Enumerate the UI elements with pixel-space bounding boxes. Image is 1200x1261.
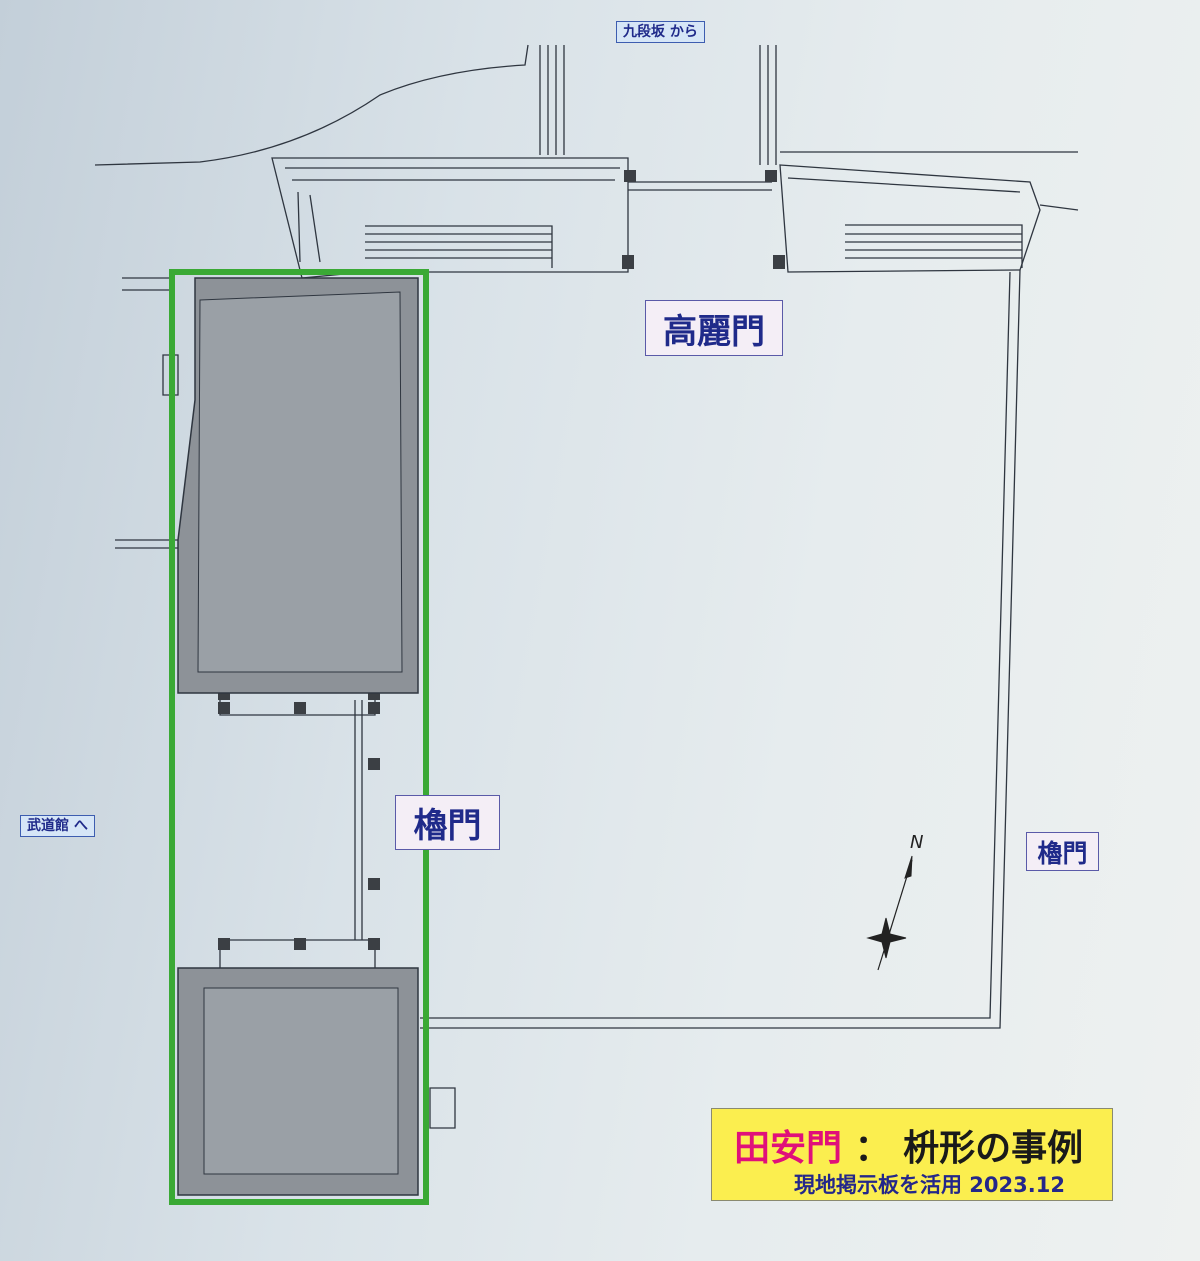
wall-posts (218, 170, 785, 987)
label-to-budokan: 武道館 へ (20, 815, 95, 837)
label-koraimon: 高麗門 (645, 300, 783, 356)
caption-subtitle: 現地掲示板を活用 2023.12 (794, 1173, 1065, 1197)
caption-heading: 枡形の事例 (903, 1128, 1084, 1169)
yaguramon-highlight-frame (169, 269, 429, 1205)
north-label: N (910, 832, 923, 853)
caption-box: 田安門 ： 枡形の事例 現地掲示板を活用 2023.12 (711, 1108, 1113, 1201)
north-arrow-icon (866, 855, 913, 971)
yaguramon-upper-building (177, 277, 419, 694)
caption-title: 田安門 ： 枡形の事例 (734, 1119, 1083, 1171)
label-from-kudanzaka: 九段坂 から (616, 21, 705, 43)
label-yaguramon: 櫓門 (395, 795, 500, 850)
caption-separator: ： (854, 1128, 891, 1169)
yaguramon-lower-building (177, 967, 419, 1196)
plan-linework (94, 44, 1079, 1129)
label-yaguramon-right: 櫓門 (1026, 832, 1099, 871)
caption-gate-name: 田安門 (734, 1128, 843, 1169)
